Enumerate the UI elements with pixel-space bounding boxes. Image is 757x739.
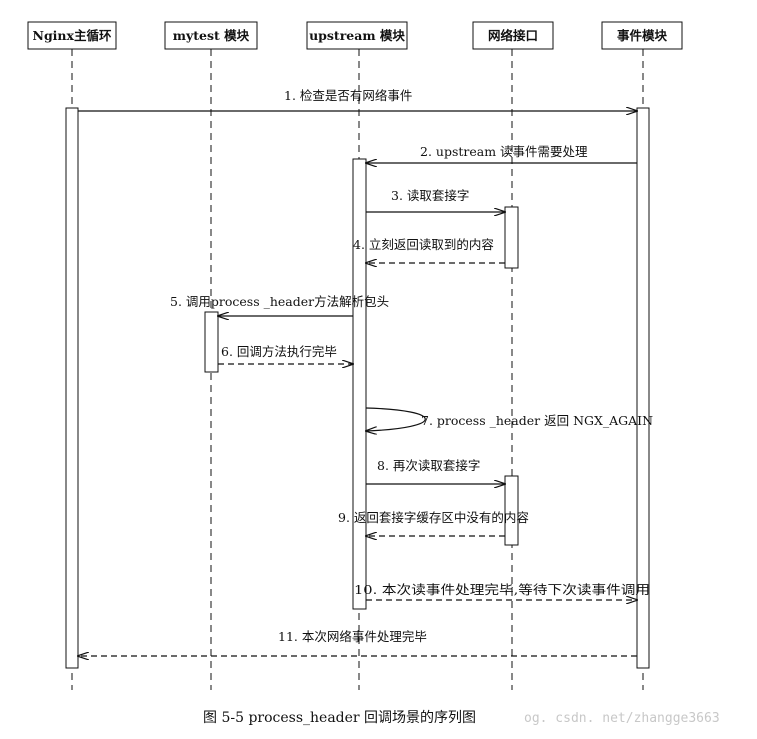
participant-upstream-label: upstream 模块	[309, 28, 405, 43]
message-3-label: 3. 读取套接字	[391, 188, 469, 203]
activation-mytest	[204, 311, 219, 373]
message-6-label: 6. 回调方法执行完毕	[221, 344, 337, 359]
message-7-arrow	[366, 407, 426, 431]
message-8-label: 8. 再次读取套接字	[377, 458, 480, 473]
message-2-label: 2. upstream 读事件需要处理	[420, 144, 588, 159]
figure-caption: 图 5-5 process_header 回调场景的序列图	[203, 710, 476, 726]
activation-event	[636, 107, 650, 669]
participant-upstream: upstream 模块	[306, 21, 408, 50]
activation-net-1	[504, 206, 519, 269]
participant-net-label: 网络接口	[488, 28, 538, 43]
participant-mytest: mytest 模块	[164, 21, 258, 50]
message-1-label: 1. 检查是否有网络事件	[284, 88, 412, 103]
participant-event: 事件模块	[601, 21, 683, 50]
participant-net: 网络接口	[472, 21, 554, 50]
participant-nginx-label: Nginx主循环	[33, 28, 112, 43]
message-10-label: 10. 本次读事件处理完毕,等待下次读事件调用	[354, 582, 650, 597]
participant-nginx: Nginx主循环	[27, 21, 117, 50]
message-9-label: 9. 返回套接字缓存区中没有的内容	[338, 510, 529, 525]
activation-nginx	[65, 107, 79, 669]
watermark: og. csdn. net/zhangge3663	[524, 711, 720, 726]
message-7-label: 7. process _header 返回 NGX_AGAIN	[421, 413, 653, 428]
message-11-label: 11. 本次网络事件处理完毕	[278, 629, 427, 644]
activation-upstream	[352, 158, 367, 610]
participant-mytest-label: mytest 模块	[173, 28, 250, 43]
participant-event-label: 事件模块	[617, 28, 668, 43]
message-5-label: 5. 调用process _header方法解析包头	[170, 294, 389, 309]
message-4-label: 4. 立刻返回读取到的内容	[353, 237, 494, 252]
activation-net-2	[504, 475, 519, 546]
